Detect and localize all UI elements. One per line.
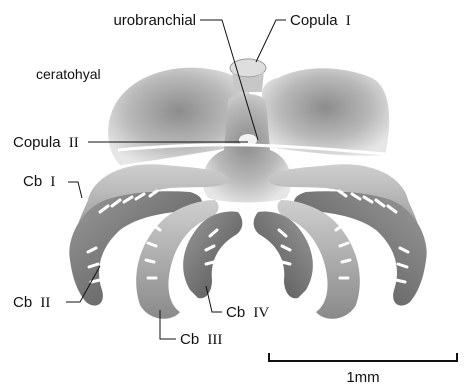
label-cb1-num: I [50,174,55,190]
scale-bar-label: 1mm [346,369,379,385]
label-copula-2: Copula II [13,134,79,151]
leader-copula-1 [256,20,286,62]
label-cb2-num: II [40,295,50,311]
label-copula-2-num: II [69,135,79,151]
ceratohyal-right-shape [262,68,389,156]
leader-cb1 [68,182,82,198]
label-urobranchial: urobranchial [113,12,196,29]
scale-bar: 1mm [268,353,458,385]
label-copula-1-num: I [346,13,351,29]
label-cb3: Cb III [180,331,222,348]
label-cb2: Cb II [13,294,50,311]
label-copula-1: Copula I [290,12,351,29]
label-copula-1-word: Copula [290,12,338,29]
skeleton-drawing [69,59,426,319]
label-cb1: Cb I [23,173,55,190]
label-ceratohyal: ceratohyal [36,66,101,82]
label-copula-2-word: Copula [13,134,61,151]
label-cb4-word: Cb [226,304,245,321]
label-cb4-num: IV [253,305,269,321]
label-cb3-num: III [207,332,222,348]
label-cb1-word: Cb [23,173,42,190]
label-cb2-word: Cb [13,294,32,311]
label-cb3-word: Cb [180,331,199,348]
label-cb4: Cb IV [226,304,269,321]
